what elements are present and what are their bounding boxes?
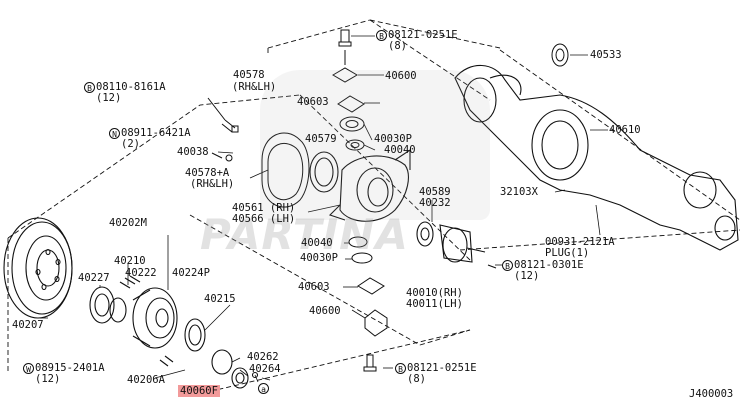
label-40040-mid[interactable]: 40040: [301, 237, 333, 249]
label-40264[interactable]: 40264: [249, 363, 281, 375]
watermark-shape: [260, 70, 490, 220]
leader-lines: [40, 35, 608, 383]
label-40206A[interactable]: 40206A: [127, 374, 165, 386]
label-40578[interactable]: 40578: [233, 69, 265, 81]
diagram-code: J400003: [689, 388, 734, 400]
label-40202M[interactable]: 40202M: [109, 217, 147, 229]
label-plug: PLUG(1): [545, 247, 590, 259]
label-40060F[interactable]: 40060F: [178, 385, 220, 397]
label-40262[interactable]: 40262: [247, 351, 279, 363]
ref-a: a: [258, 383, 270, 394]
label-40030P-top[interactable]: 40030P: [374, 133, 412, 145]
label-40215[interactable]: 40215: [204, 293, 236, 305]
label-40030P-mid[interactable]: 40030P: [300, 252, 338, 264]
label-40533[interactable]: 40533: [590, 49, 622, 61]
gasket-plate: [261, 132, 310, 208]
label-40603-top[interactable]: 40603: [297, 96, 329, 108]
king-pin-bottom: [348, 236, 388, 372]
label-40566[interactable]: 40566 (LH): [232, 213, 296, 225]
king-pin-top: [332, 29, 365, 151]
label-40207[interactable]: 40207: [12, 319, 44, 331]
label-40600-top[interactable]: 40600: [385, 70, 417, 82]
label-40227[interactable]: 40227: [78, 272, 110, 284]
watermark: PARTINA: [200, 210, 409, 259]
label-40579[interactable]: 40579: [305, 133, 337, 145]
bolts-left: [207, 97, 239, 162]
label-40010[interactable]: 40010(RH): [406, 287, 463, 299]
label-40561[interactable]: 40561 (RH): [232, 202, 296, 214]
label-32103X[interactable]: 32103X: [500, 186, 538, 198]
label-40232[interactable]: 40232: [419, 197, 451, 209]
label-40011[interactable]: 40011(LH): [406, 298, 463, 310]
label-40038[interactable]: 40038: [177, 146, 209, 158]
steering-knuckle: [309, 148, 411, 222]
label-40578-sub: (RH&LH): [232, 81, 277, 93]
label-40210[interactable]: 40210: [114, 255, 146, 267]
label-40040-top[interactable]: 40040: [384, 144, 416, 156]
wheel-hub: [89, 275, 259, 389]
label-40610[interactable]: 40610: [609, 124, 641, 136]
axle-seal: [551, 43, 569, 67]
axle-housing: [454, 64, 739, 251]
dashed-group-outline: [7, 19, 741, 396]
label-40600-bot[interactable]: 40600: [309, 305, 341, 317]
spindle: [416, 221, 497, 269]
label-40578A-sub: (RH&LH): [190, 178, 235, 190]
brake-disc: [3, 217, 73, 319]
label-00931-2121A[interactable]: 00931-2121A: [545, 236, 615, 248]
label-40222[interactable]: 40222: [125, 267, 157, 279]
label-40578A[interactable]: 40578+A: [185, 167, 230, 179]
label-40589[interactable]: 40589: [419, 186, 451, 198]
label-40603-bot[interactable]: 40603: [298, 281, 330, 293]
label-40224P[interactable]: 40224P: [172, 267, 210, 279]
